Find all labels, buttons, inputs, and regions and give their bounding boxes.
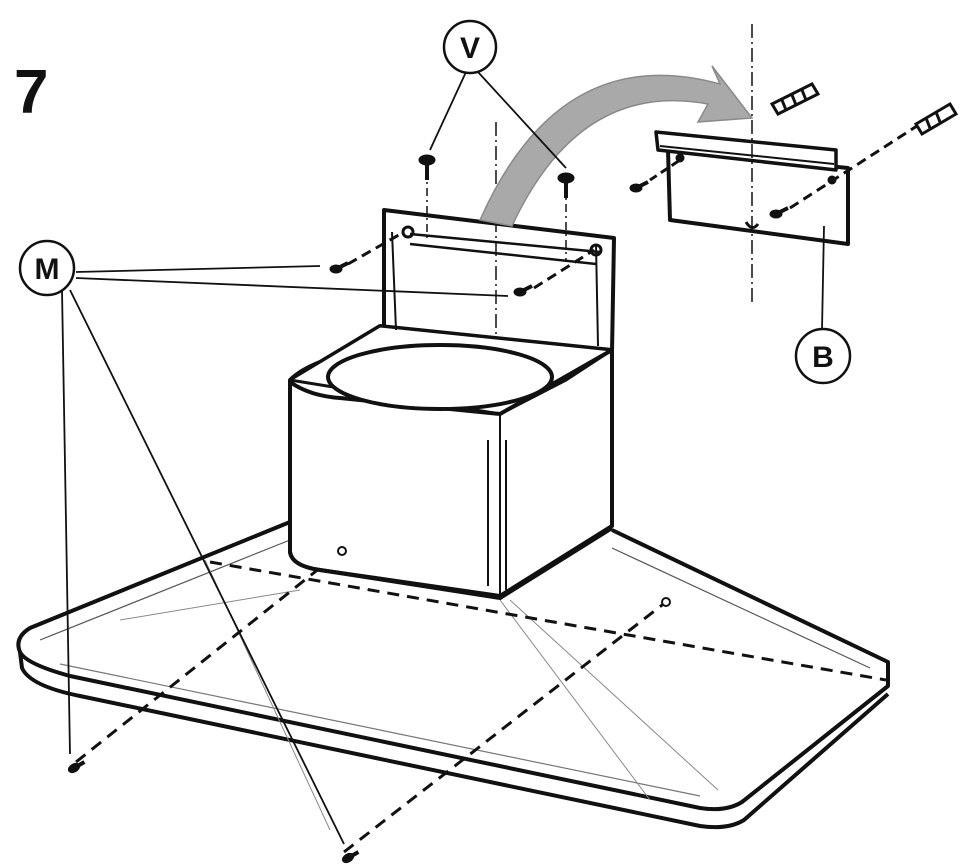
m-screws-canopy bbox=[67, 546, 671, 864]
callout-b: B bbox=[794, 327, 852, 385]
wall-plugs bbox=[769, 82, 959, 137]
canopy-dashed-lines bbox=[75, 550, 887, 854]
callout-b-label: B bbox=[812, 341, 834, 374]
callout-leaders bbox=[61, 71, 825, 845]
v-screws bbox=[418, 154, 575, 262]
chimney-back-slot bbox=[391, 225, 603, 347]
step-number: 7 bbox=[14, 58, 49, 127]
callout-m-label: M bbox=[35, 253, 60, 286]
bracket-screws bbox=[628, 122, 921, 220]
chimney-body bbox=[288, 208, 616, 600]
hood-canopy bbox=[16, 520, 890, 830]
callout-v: V bbox=[442, 19, 498, 75]
callout-m: M bbox=[18, 239, 76, 297]
canopy-construction-lines bbox=[119, 559, 719, 831]
wall-bracket bbox=[654, 130, 850, 246]
callout-v-label: V bbox=[460, 32, 480, 65]
m-screws-back bbox=[328, 230, 595, 298]
curved-arrow-icon bbox=[478, 65, 754, 227]
